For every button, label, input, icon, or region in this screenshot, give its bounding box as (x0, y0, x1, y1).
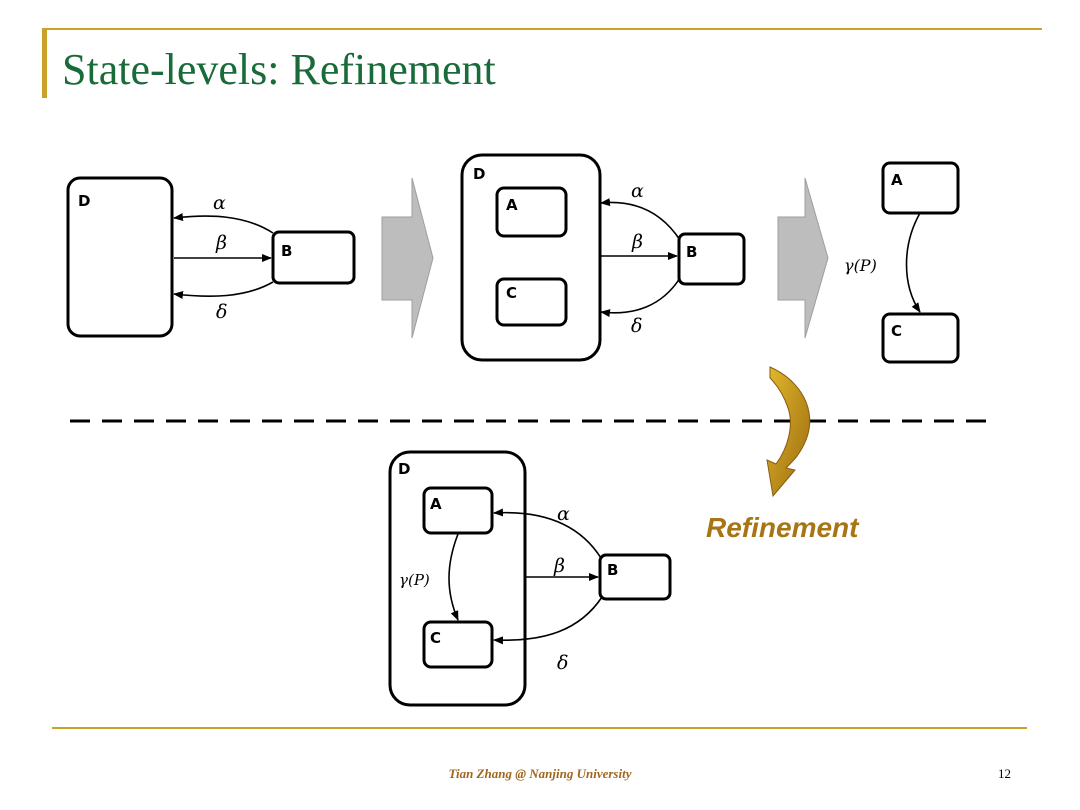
state-d-box (388, 450, 527, 707)
diagram-result: D A C γ(P) B α β δ (388, 450, 672, 707)
diagram-1: D B α β δ (66, 176, 356, 338)
state-c-box (881, 312, 960, 364)
state-a-box (422, 486, 494, 535)
state-d-label: D (78, 192, 90, 210)
title-rule (42, 28, 1042, 30)
state-c-label: C (506, 284, 517, 302)
state-a-label: A (430, 495, 442, 513)
transition-delta-arrow (173, 281, 274, 299)
transition-alpha-arrow (173, 213, 274, 234)
state-d-label: D (398, 460, 410, 478)
diagram-2: D A C B α β δ (460, 153, 746, 362)
title-accent-bar (42, 28, 47, 98)
block-arrow-2 (777, 177, 829, 339)
state-b-label: B (607, 561, 618, 579)
footer-rule (52, 727, 1027, 729)
transition-beta-label: β (553, 555, 565, 577)
state-c-label: C (430, 629, 441, 647)
transition-beta-label: β (631, 231, 643, 253)
footer-credit: Tian Zhang @ Nanjing University (448, 766, 632, 781)
transition-delta-label: δ (216, 301, 227, 323)
page-number: 12 (998, 766, 1011, 781)
diagram-3: A C γ(P) (844, 161, 960, 364)
state-d-box (66, 176, 174, 338)
block-arrow-1 (381, 177, 434, 339)
slide-title: State-levels: Refinement (62, 45, 496, 94)
transition-alpha-label: α (631, 180, 644, 202)
state-a-label: A (891, 171, 903, 189)
state-a-box (881, 161, 960, 215)
state-a-label: A (506, 196, 518, 214)
state-c-box (495, 277, 568, 327)
transition-alpha-arrow (600, 198, 681, 241)
state-a-box (495, 186, 568, 238)
transition-alpha-label: α (557, 503, 570, 525)
transition-gamma-label: γ(P) (399, 571, 430, 589)
transition-gamma-arrow (905, 212, 921, 313)
state-d-box (460, 153, 602, 362)
transition-delta-label: δ (557, 652, 568, 674)
state-b-box (598, 553, 672, 601)
state-b-label: B (281, 242, 292, 260)
transition-gamma-label: γ(P) (844, 256, 877, 275)
transition-alpha-label: α (213, 192, 226, 214)
transition-delta-arrow (493, 596, 603, 645)
state-b-box (271, 230, 356, 285)
state-b-box (677, 232, 746, 286)
transition-beta-label: β (215, 232, 227, 254)
state-c-label: C (891, 322, 902, 340)
transition-alpha-arrow (493, 508, 602, 559)
state-b-label: B (686, 243, 697, 261)
state-c-box (422, 620, 494, 669)
curved-refinement-arrow (766, 366, 811, 498)
transition-delta-arrow (600, 277, 681, 318)
refinement-label: Refinement (706, 512, 860, 543)
transition-gamma-arrow (448, 533, 459, 621)
transition-delta-label: δ (631, 315, 642, 337)
state-d-label: D (473, 165, 485, 183)
